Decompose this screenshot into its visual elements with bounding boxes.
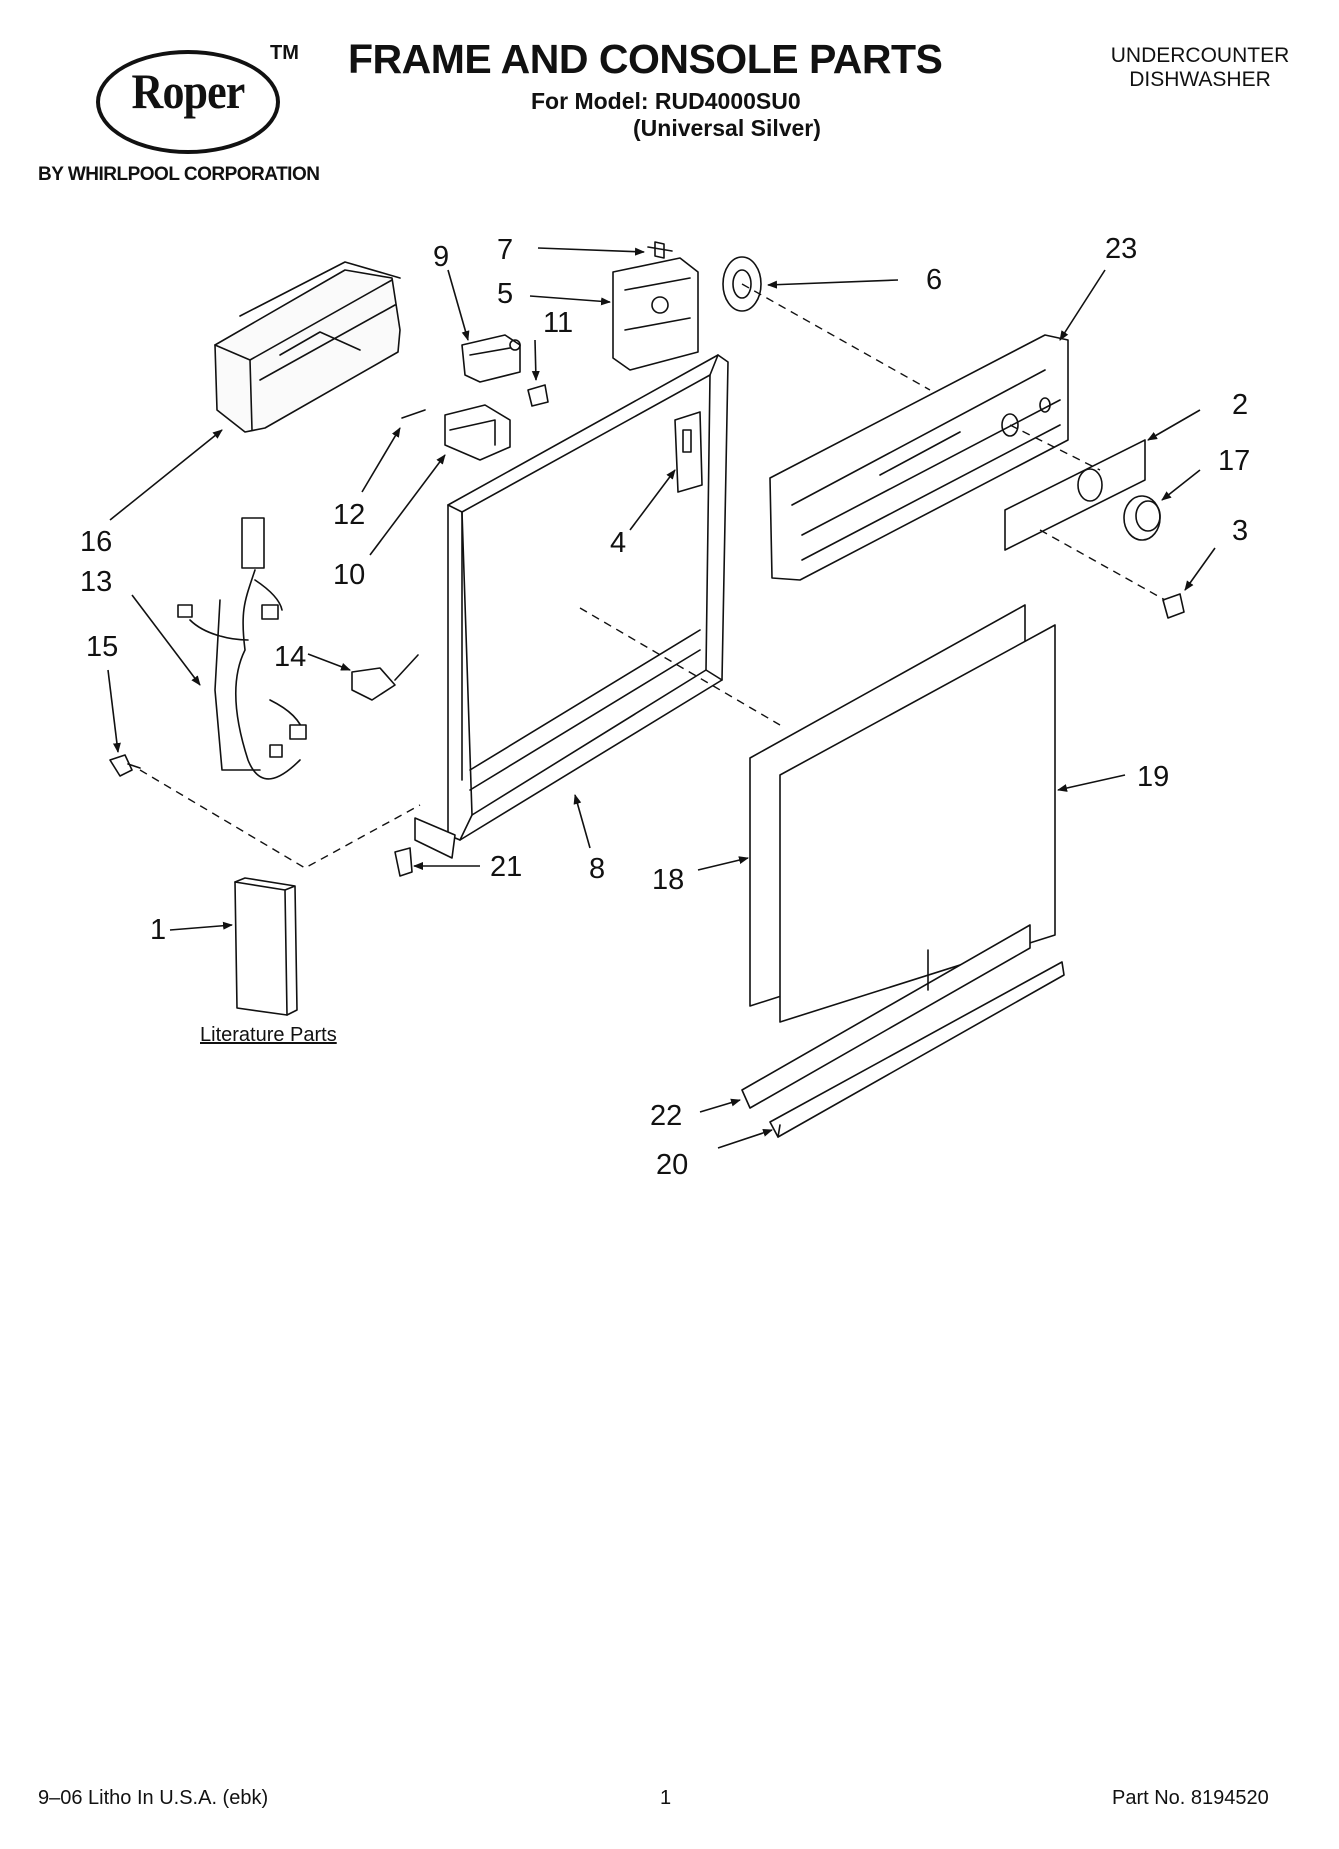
callout-14: 14	[274, 641, 306, 673]
part-9-bracket	[461, 334, 521, 383]
page-title: FRAME AND CONSOLE PARTS	[348, 36, 943, 82]
part-23-console-panel	[769, 334, 1069, 581]
part-19-outer-panel	[779, 624, 1056, 1023]
brand-subtitle: BY WHIRLPOOL CORPORATION	[38, 164, 320, 185]
callout-12: 12	[333, 499, 365, 531]
part-10-housing	[444, 404, 511, 461]
part-20-trim-strip	[769, 961, 1065, 1138]
callout-22: 22	[650, 1100, 682, 1132]
leader-lines	[107, 247, 1216, 1149]
part-14-connector	[351, 654, 419, 701]
roper-logo-wordmark: Roper	[131, 63, 246, 119]
callout-5: 5	[497, 278, 513, 310]
trademark-mark: TM	[270, 42, 299, 64]
part-15-screw	[109, 754, 141, 777]
assembly-guides	[139, 283, 1166, 869]
page-number: 1	[660, 1787, 672, 1809]
part-22-trim-strip	[741, 924, 1031, 1109]
model-variant: (Universal Silver)	[633, 115, 821, 141]
part-16-shroud	[214, 261, 401, 433]
callout-7: 7	[497, 234, 513, 266]
part-2-overlay-panel	[1004, 439, 1146, 551]
callout-23: 23	[1105, 233, 1137, 265]
callout-18: 18	[652, 864, 684, 896]
callout-16: 16	[80, 526, 112, 558]
callout-13: 13	[80, 566, 112, 598]
part-12-strip	[401, 409, 426, 419]
model-number: For Model: RUD4000SU0	[531, 88, 801, 114]
callout-10: 10	[333, 559, 365, 591]
callout-17: 17	[1218, 445, 1250, 477]
callout-9: 9	[433, 241, 449, 273]
part-1-literature	[234, 877, 298, 1016]
appliance-type-line2: DISHWASHER	[1129, 68, 1271, 91]
part-11-clip	[527, 384, 549, 407]
callout-3: 3	[1232, 515, 1248, 547]
callout-1: 1	[150, 914, 166, 946]
callout-19: 19	[1137, 761, 1169, 793]
part-7-screw	[647, 241, 673, 259]
part-17-knob	[1123, 495, 1161, 541]
part-21-clip	[394, 847, 413, 877]
callout-11: 11	[543, 307, 573, 339]
callout-4: 4	[610, 527, 626, 559]
callout-8: 8	[589, 853, 605, 885]
part-13-wire-harness	[177, 517, 307, 780]
part-3-button	[1162, 593, 1185, 619]
part-8-frame	[414, 354, 729, 859]
callout-6: 6	[926, 264, 942, 296]
part-number: Part No. 8194520	[1112, 1787, 1269, 1809]
callout-2: 2	[1232, 389, 1248, 421]
litho-info: 9–06 Litho In U.S.A. (ebk)	[38, 1787, 269, 1809]
part-5-control-module	[612, 257, 699, 371]
callout-numbers: 1 2 3 4 5 6 7 8 9 10 11 12 13 14 15 16 1…	[80, 233, 1250, 1181]
part-4-latch-bracket	[674, 411, 703, 493]
callout-21: 21	[490, 851, 522, 883]
callout-20: 20	[656, 1149, 688, 1181]
appliance-type-line1: UNDERCOUNTER	[1110, 44, 1290, 67]
literature-parts-label: Literature Parts	[200, 1024, 337, 1046]
roper-logo-oval	[96, 50, 280, 154]
callout-15: 15	[86, 631, 118, 663]
